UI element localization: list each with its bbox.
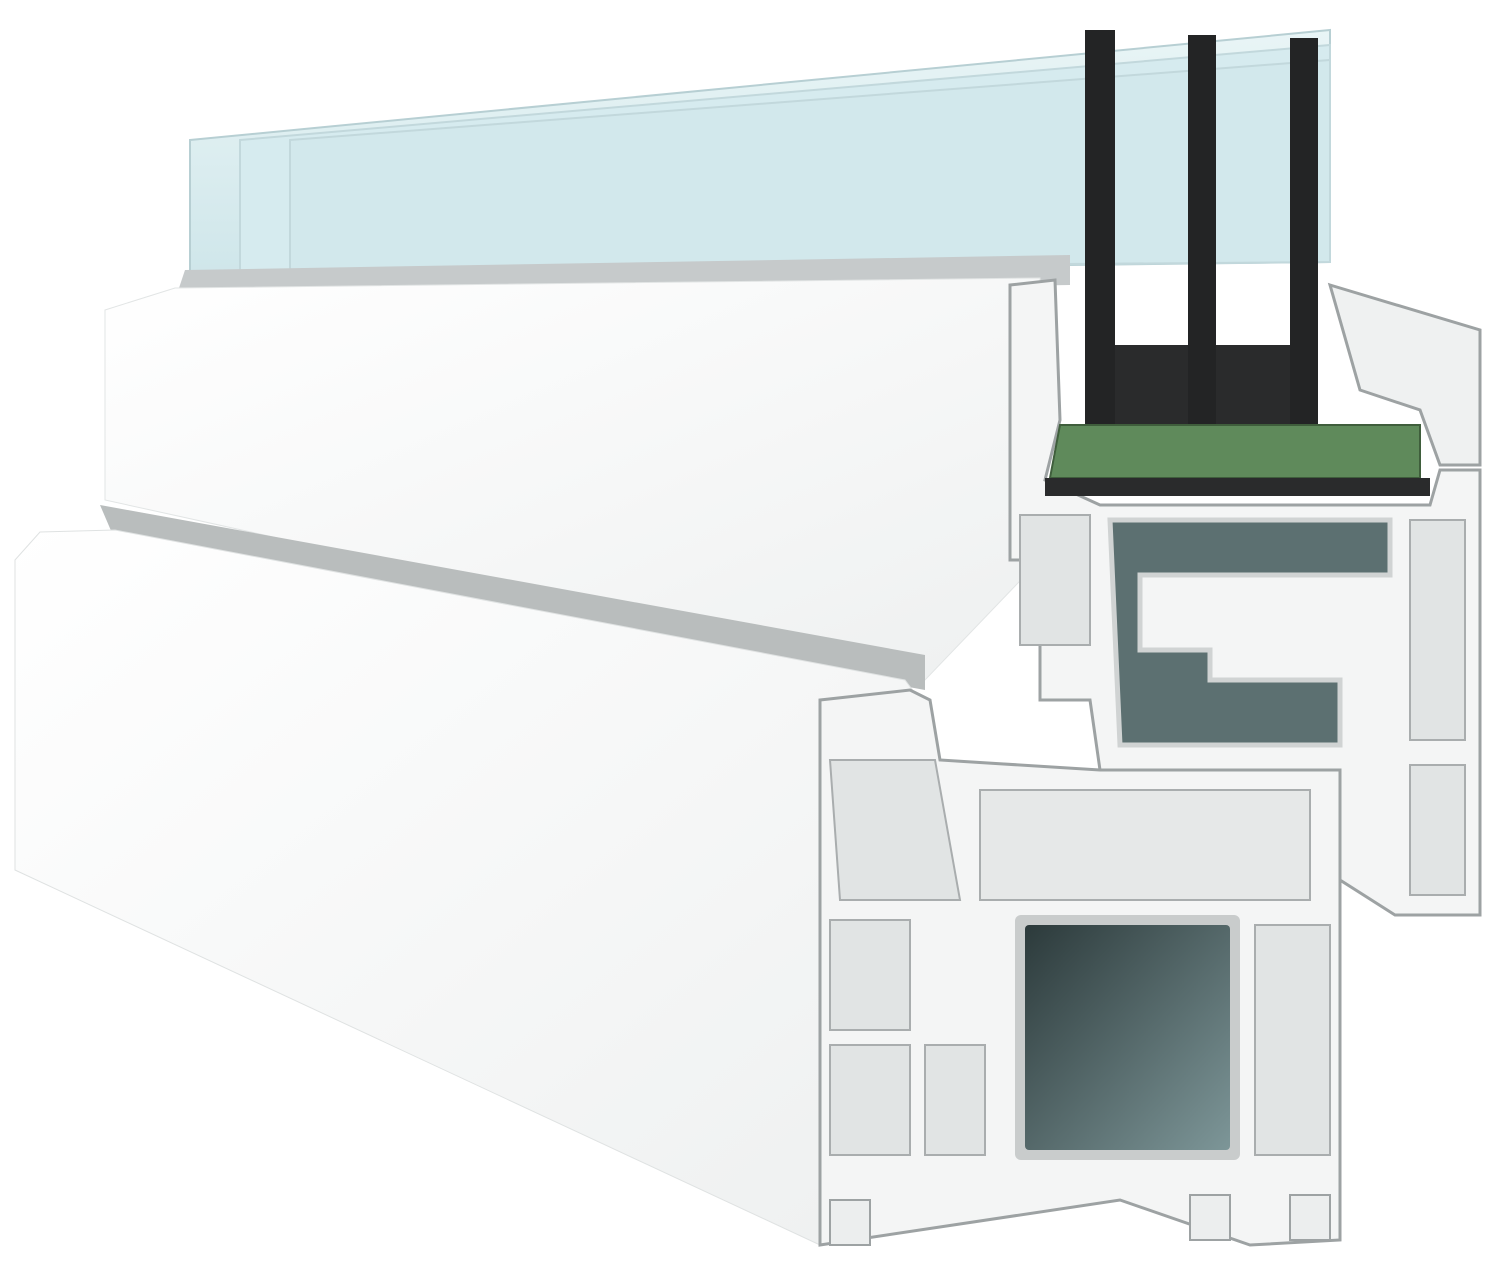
sash-chamber (1409, 764, 1466, 896)
glass-spacer-bar (1290, 38, 1318, 430)
sash-cross-section (1008, 278, 1482, 917)
spacer-block (1115, 345, 1188, 425)
sash-chamber (1409, 519, 1466, 741)
frame-chamber (828, 759, 962, 901)
frame-steel-reinforcement-inner (1025, 925, 1230, 1150)
frame-chamber (924, 1044, 986, 1156)
glass-spacer-bar (1085, 30, 1115, 430)
sash-groove (100, 505, 925, 690)
sash-right-wing (1327, 282, 1482, 467)
glass-panes (189, 28, 1331, 277)
frame-profile (14, 529, 1342, 1247)
glazing-gasket-green (1048, 424, 1421, 479)
glazing-unit (1045, 30, 1430, 496)
spacer-block (1216, 345, 1290, 425)
frame-chamber (979, 789, 1311, 901)
sash-chamber (1019, 514, 1091, 646)
frame-chamber (1254, 924, 1331, 1156)
glass-spacer-bar (1188, 35, 1216, 430)
sash-profile (100, 255, 1482, 917)
glass-pane-inner (289, 58, 1331, 272)
frame-foot (1289, 1194, 1331, 1241)
frame-chamber (829, 1044, 911, 1156)
frame-foot (1189, 1194, 1231, 1241)
sash-steel-reinforcement (1107, 517, 1393, 748)
frame-chamber (829, 919, 911, 1031)
glazing-seal-base (1045, 478, 1430, 496)
frame-foot (829, 1199, 871, 1246)
